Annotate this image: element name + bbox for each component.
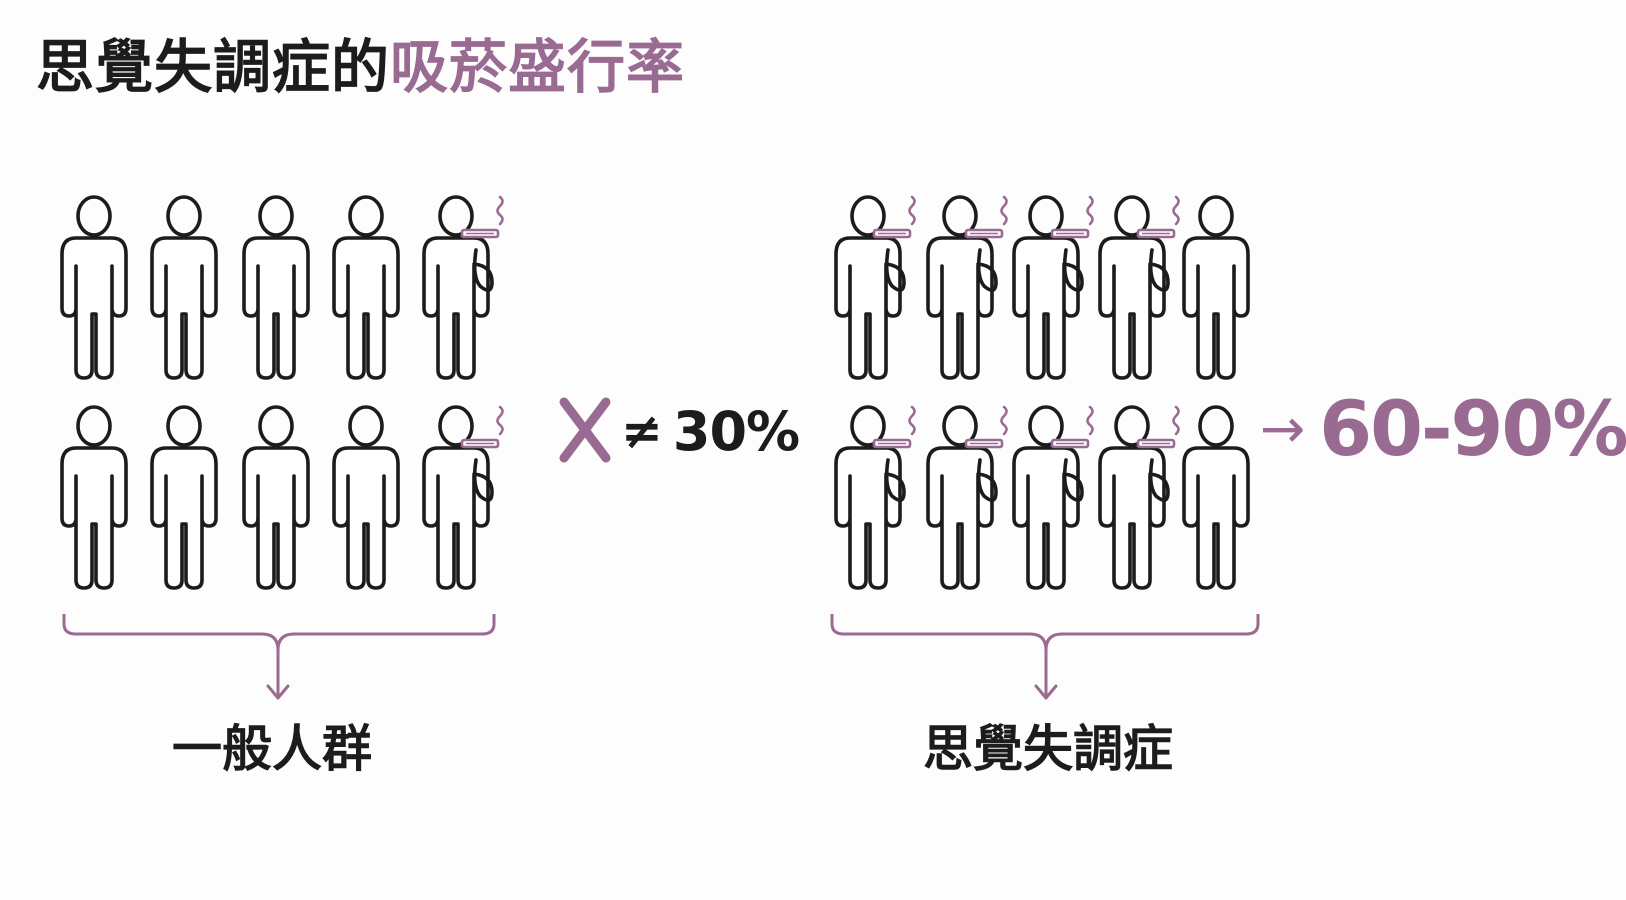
comparison-row: ≠ 30%: [555, 396, 800, 466]
general-population-figures: [60, 195, 505, 590]
smoking-person-icon: [926, 195, 1009, 380]
person-icon: [242, 405, 310, 590]
person-icon: [1182, 405, 1250, 590]
smoking-person-icon: [1098, 405, 1181, 590]
not-equal-sign: ≠: [621, 402, 663, 460]
smoking-person-icon: [834, 405, 917, 590]
person-icon: [60, 195, 128, 380]
smoking-person-icon: [422, 405, 505, 590]
smoking-person-icon: [834, 195, 917, 380]
smoking-person-icon: [1012, 195, 1095, 380]
result-arrow-icon: →: [1260, 396, 1306, 460]
person-icon: [150, 195, 218, 380]
brace-general-arrowhead: [266, 684, 290, 700]
person-icon: [1182, 195, 1250, 380]
smoking-person-icon: [926, 405, 1009, 590]
brace-schizo-arrowhead: [1034, 684, 1058, 700]
general-rate: 30%: [672, 399, 800, 463]
person-icon: [60, 405, 128, 590]
smoking-person-icon: [1012, 405, 1095, 590]
person-icon: [242, 195, 310, 380]
schizophrenia-figures: [834, 195, 1250, 590]
brace-general: [62, 614, 496, 662]
title-accent: 吸菸盛行率: [390, 33, 686, 101]
brace-schizo: [830, 614, 1260, 662]
schizophrenia-rate: 60-90%: [1319, 383, 1626, 473]
result-row: → 60-90%: [1260, 384, 1626, 473]
person-icon: [150, 405, 218, 590]
person-icon: [332, 405, 400, 590]
page-title: 思覺失調症的吸菸盛行率: [36, 38, 685, 96]
title-main: 思覺失調症的: [36, 33, 391, 101]
cross-icon: [559, 397, 611, 463]
smoking-person-icon: [1098, 195, 1181, 380]
person-icon: [332, 195, 400, 380]
smoking-person-icon: [422, 195, 505, 380]
schizophrenia-label: 思覺失調症: [923, 720, 1173, 778]
general-population-label: 一般人群: [172, 720, 372, 778]
